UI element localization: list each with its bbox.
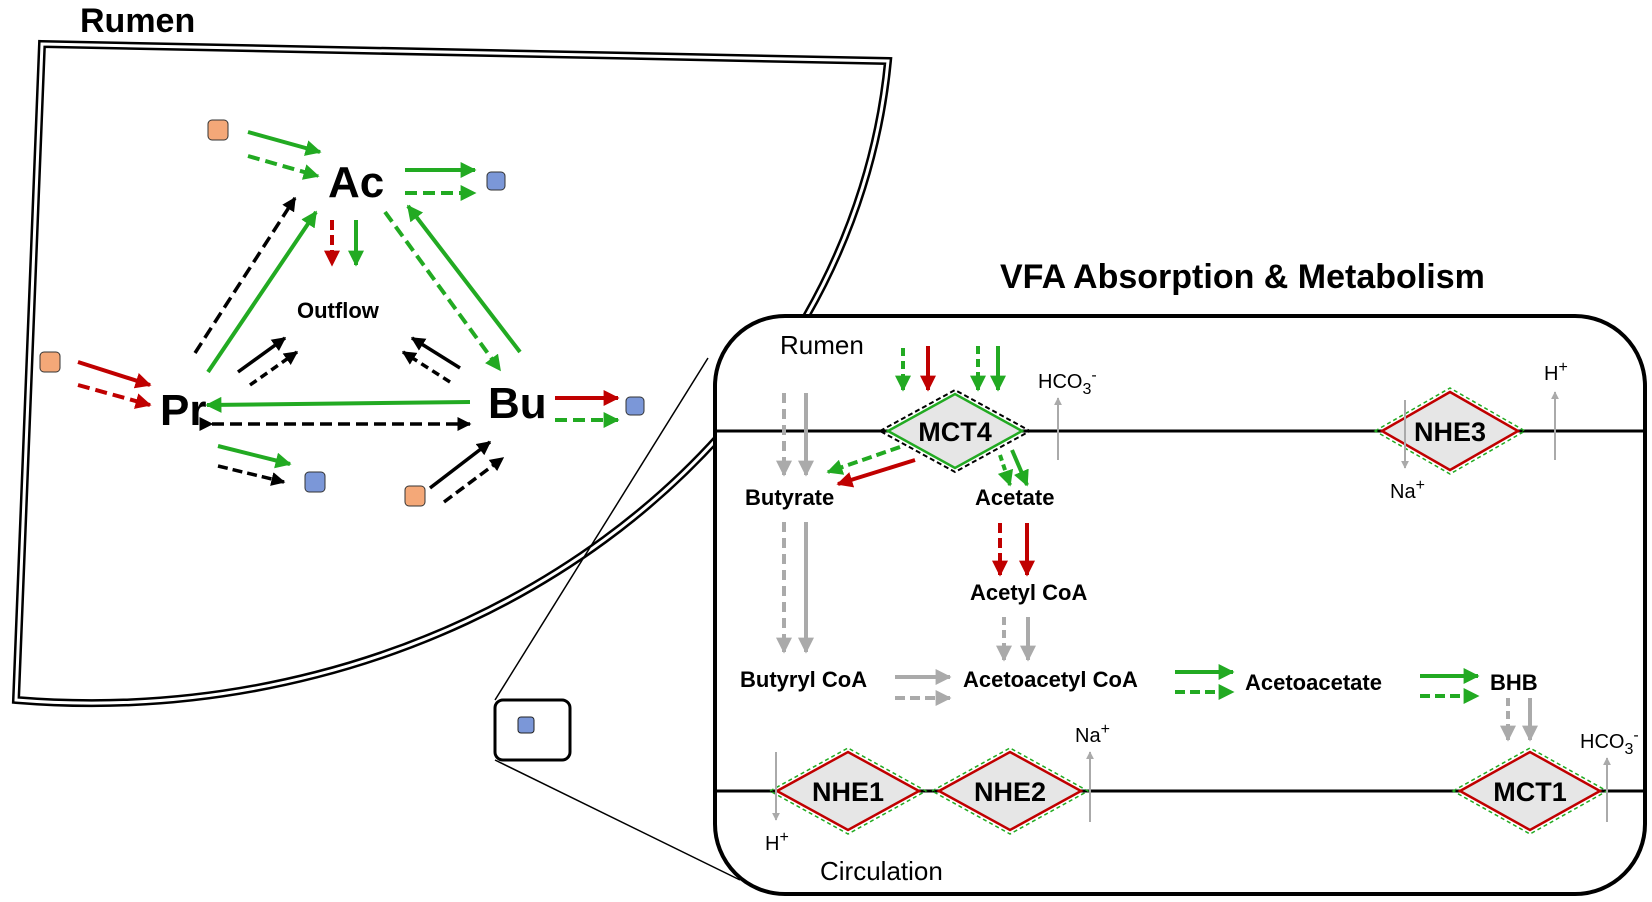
input-square-pr [39, 351, 61, 373]
circulation-side-label: Circulation [820, 856, 943, 886]
arrow-bu-pr-green [205, 396, 471, 413]
outflow-label: Outflow [297, 298, 380, 323]
ion-na-top: Na+ [1390, 477, 1425, 503]
arrow-input-bu-solid [428, 440, 492, 490]
transporter-mct1 [1457, 750, 1603, 832]
transporter-nhe3 [1379, 390, 1521, 472]
rumen-title: Rumen [80, 2, 195, 40]
ion-hco3-bottom: HCO3- [1580, 727, 1639, 758]
vfa-title: VFA Absorption & Metabolism [1000, 258, 1485, 296]
transporter-nhe1-label: NHE1 [812, 777, 884, 807]
arrow-input-pr-solid [77, 360, 152, 389]
transporter-nhe2-label: NHE2 [974, 777, 1046, 807]
arrow-mct4-to-acetate-solid [1010, 449, 1029, 487]
arrow-input-bu-dashed [442, 456, 505, 504]
arrow-ac-bu-green-dashed [383, 210, 502, 372]
metabolite-acetoacetate: Acetoacetate [1245, 670, 1382, 695]
transporter-nhe1-outline [768, 747, 928, 835]
zoom-box [493, 698, 572, 762]
arrow-input-pr-dashed [77, 383, 152, 409]
metabolite-butyryl-coa: Butyryl CoA [740, 667, 867, 692]
arrow-center-right-solid [410, 336, 461, 370]
input-square-ac [207, 119, 229, 141]
arrow-input-ac-solid [247, 130, 322, 156]
transporter-mct4-outline [877, 388, 1033, 474]
output-square-ac [486, 171, 506, 191]
arrow-mct4-to-butyrate-red [836, 458, 916, 488]
node-acetate: Ac [328, 158, 384, 207]
ion-h-bottom: H+ [765, 829, 789, 855]
metabolite-butyrate: Butyrate [745, 485, 834, 510]
arrow-pr-ac-black-dashed-up [193, 196, 297, 354]
zoom-box-square [517, 716, 535, 734]
arrow-mct4-to-butyrate-green [826, 445, 901, 475]
transporter-nhe3-outline [1373, 387, 1527, 475]
output-square-bu [625, 396, 645, 416]
arrow-center-right-dashed [401, 350, 451, 384]
rumen-side-label: Rumen [780, 330, 864, 360]
zoom-connector-bottom [494, 759, 741, 881]
transporter-mct4 [885, 392, 1025, 470]
metabolite-acetate: Acetate [975, 485, 1054, 510]
ion-h-top: H+ [1544, 359, 1568, 385]
arrow-pr-ac-green [206, 210, 318, 374]
arrow-input-ac-dashed [247, 154, 320, 180]
transporter-nhe2-outline [930, 747, 1090, 835]
input-square-bu [404, 485, 426, 507]
rumen-outline-inner [14, 42, 890, 705]
transporter-mct1-label: MCT1 [1493, 777, 1567, 807]
transporter-nhe2 [936, 750, 1084, 832]
node-propionate: Pr [160, 386, 206, 435]
zoom-connector-top [494, 357, 709, 701]
transporter-mct4-label: MCT4 [918, 417, 992, 447]
arrow-center-left-dashed [248, 350, 299, 387]
ion-na-bottom: Na+ [1075, 721, 1110, 747]
transporter-nhe1 [774, 750, 922, 832]
arrow-bu-ac-green-up [406, 204, 522, 354]
arrow-output-pr-solid [217, 444, 292, 469]
node-butyrate: Bu [488, 379, 547, 428]
metabolite-bhb: BHB [1490, 670, 1538, 695]
output-square-pr [304, 471, 326, 493]
arrow-mct4-to-acetate-dashed [997, 454, 1014, 487]
transporter-nhe3-label: NHE3 [1414, 417, 1486, 447]
metabolite-acetoacetyl-coa: Acetoacetyl CoA [963, 667, 1138, 692]
metabolite-acetyl-coa: Acetyl CoA [970, 580, 1087, 605]
ion-hco3-top: HCO3- [1038, 367, 1097, 398]
arrow-output-pr-dashed [217, 464, 286, 486]
arrow-center-left-solid [236, 336, 287, 374]
